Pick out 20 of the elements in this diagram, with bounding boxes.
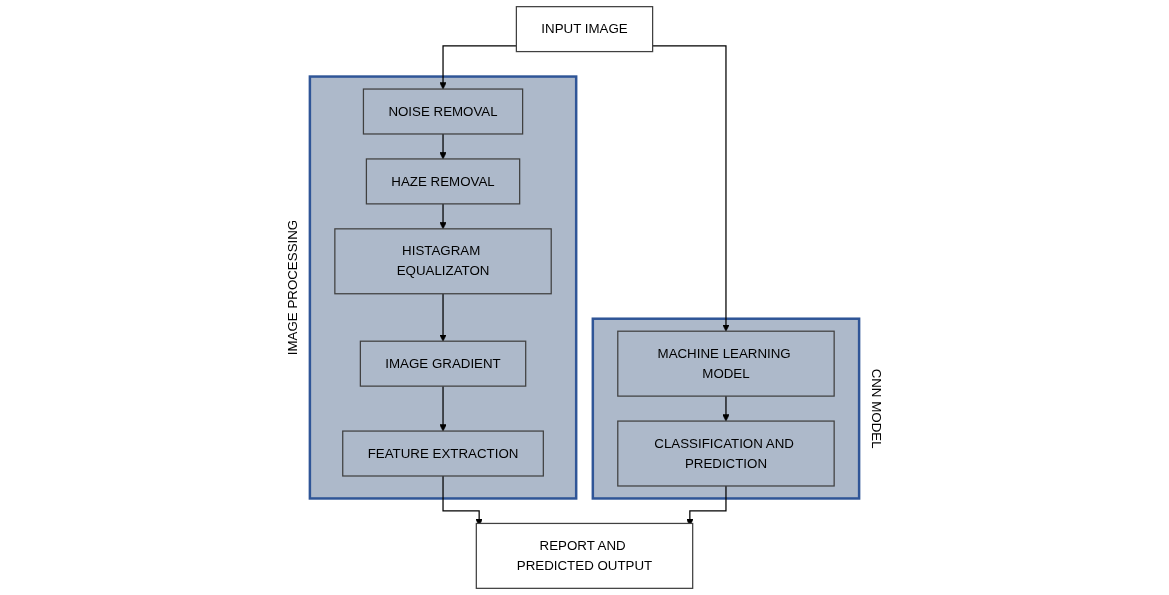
node-box: REPORT AND PREDICTED OUTPUT <box>475 522 694 589</box>
node-box: INPUT IMAGE <box>515 6 654 53</box>
node-box: MACHINE LEARNING MODEL <box>617 330 835 397</box>
node-box: IMAGE GRADIENT <box>359 340 527 387</box>
arrow <box>722 395 730 422</box>
arrow <box>439 133 447 160</box>
arrow <box>439 203 447 230</box>
node-box: FEATURE EXTRACTION <box>342 430 544 477</box>
node-box: HAZE REMOVAL <box>365 158 521 205</box>
node-box: HISTAGRAM EQUALIZATON <box>334 228 552 295</box>
node-box: CLASSIFICATION AND PREDICTION <box>617 420 835 487</box>
node-box: NOISE REMOVAL <box>362 88 524 135</box>
arrow <box>439 45 517 90</box>
cluster <box>308 75 578 500</box>
node-label: IMAGE PROCESSING <box>285 219 300 356</box>
arrow <box>439 293 447 342</box>
arrow <box>652 45 730 332</box>
node-label: CNN MODEL <box>869 368 884 449</box>
arrow <box>439 385 447 432</box>
cluster <box>591 317 861 500</box>
